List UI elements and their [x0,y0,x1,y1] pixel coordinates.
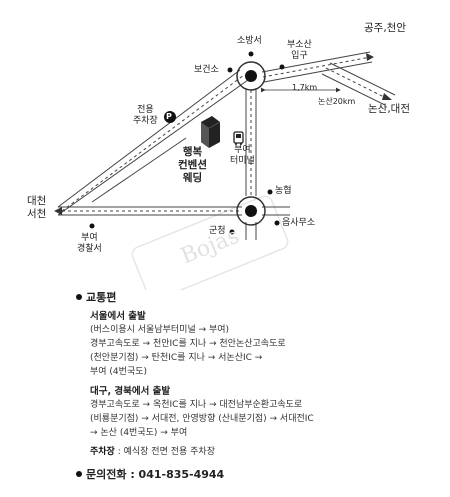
transport-section-title: 교통편 [76,289,116,305]
seoul-route-line: 경부고속도로 → 천안IC를 지나 → 천안논산고속도로 [90,339,286,349]
poi-dots [89,51,285,235]
seoul-route-line: (천안분기점) → 탄천IC를 지나 → 서논산IC → [90,353,263,363]
road-to-nonsan-b [321,73,386,106]
seoul-route-title: 서울에서 출발 [90,311,146,322]
parking-text: 예식장 전면 전용 주차장 [123,447,215,457]
phone-number[interactable]: 041-835-4944 [138,467,225,481]
phone-label: 문의전화 [86,468,127,481]
route-dash-diag [61,74,245,212]
bullet-icon [76,294,82,300]
daegu-route-title: 대구, 경북에서 출발 [90,386,171,397]
label-distance-1-7km: 1,7km [292,83,318,92]
label-gongju-cheonan: 공주,천안 [364,22,406,34]
parking-icon [164,111,176,123]
road-to-daecheon-upper-b [57,79,249,216]
parking-label: 주차장 [90,447,115,457]
road-to-gongju-a [261,51,371,73]
watermark [131,195,289,301]
label-sobangseo: 소방서 [237,36,262,46]
label-nonsan-daejeon: 논산,대전 [368,103,410,115]
bullet-icon [76,471,82,477]
road-map-svg [54,51,396,301]
seoul-route-line: (버스이용시 서울남부터미널 → 부여) [90,325,230,335]
road-to-nonsan-a [329,62,396,96]
building-icon [201,116,221,148]
label-eupsamuso: 읍사무소 [282,218,316,228]
rotary-icon [236,61,266,226]
road-inner-diag [91,137,187,203]
seoul-route-line: 부여 (4번국도) [90,367,148,377]
label-nonghyup: 농협 [275,186,292,196]
road-to-gongju-b [263,61,373,83]
arrow-icon [54,53,392,215]
daegu-route-line: (비룡분기점) → 서대전, 안영방향 (산내분기점) → 서대전IC [90,414,314,424]
label-nonsan-20km: 논산20km [318,97,356,106]
phone-info: 문의전화 : 041-835-4944 [76,466,224,482]
bus-icon [233,131,244,145]
daegu-route-line: → 논산 (4번국도) → 부여 [90,428,188,438]
label-bogeonso: 보건소 [194,65,219,75]
label-gunchung: 군청 [209,226,226,236]
daegu-route-line: 경부고속도로 → 옥천IC를 지나 → 대전남부순환고속도로 [90,400,303,410]
parking-icon-letter: P [166,112,172,121]
parking-info: 주차장 : 예식장 전면 전용 주차장 [90,447,215,457]
route-dash-gongju [262,56,372,78]
road-to-daecheon-upper [57,69,241,208]
